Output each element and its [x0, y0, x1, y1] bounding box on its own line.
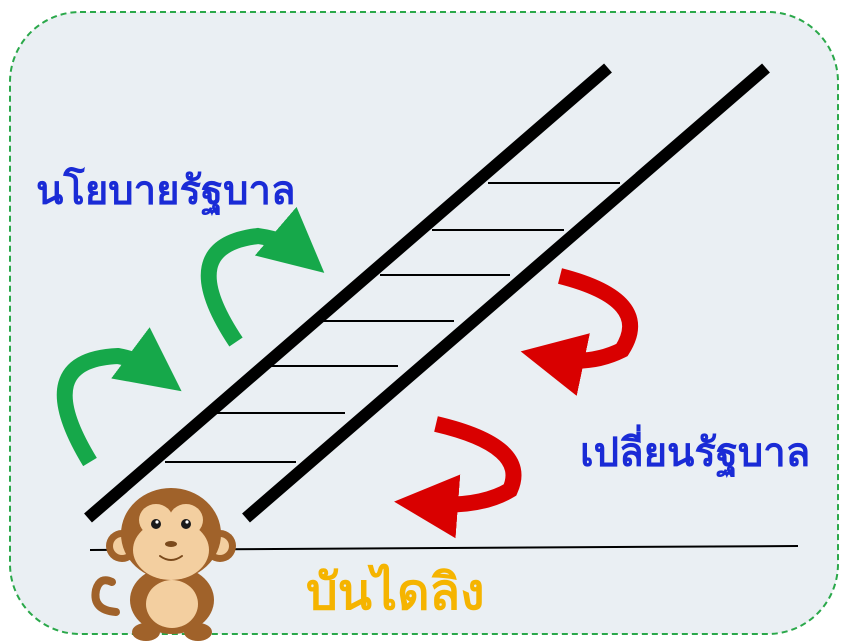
change-government-label: เปลี่ยนรัฐบาล [580, 430, 811, 476]
curved-arrow-icon [56, 327, 182, 467]
curved-arrow-icon [394, 416, 522, 539]
ladder-rail-left [84, 63, 612, 523]
curved-arrow-icon [520, 268, 639, 396]
ladder-rail-right [242, 63, 770, 523]
diagram-title: บันไดลิง [306, 563, 485, 621]
curved-arrow-icon [200, 206, 325, 347]
panel-background [9, 11, 839, 635]
policy-label: นโยบายรัฐบาล [36, 168, 296, 214]
monkey-icon [91, 488, 236, 641]
ladder-rungs [165, 182, 620, 463]
